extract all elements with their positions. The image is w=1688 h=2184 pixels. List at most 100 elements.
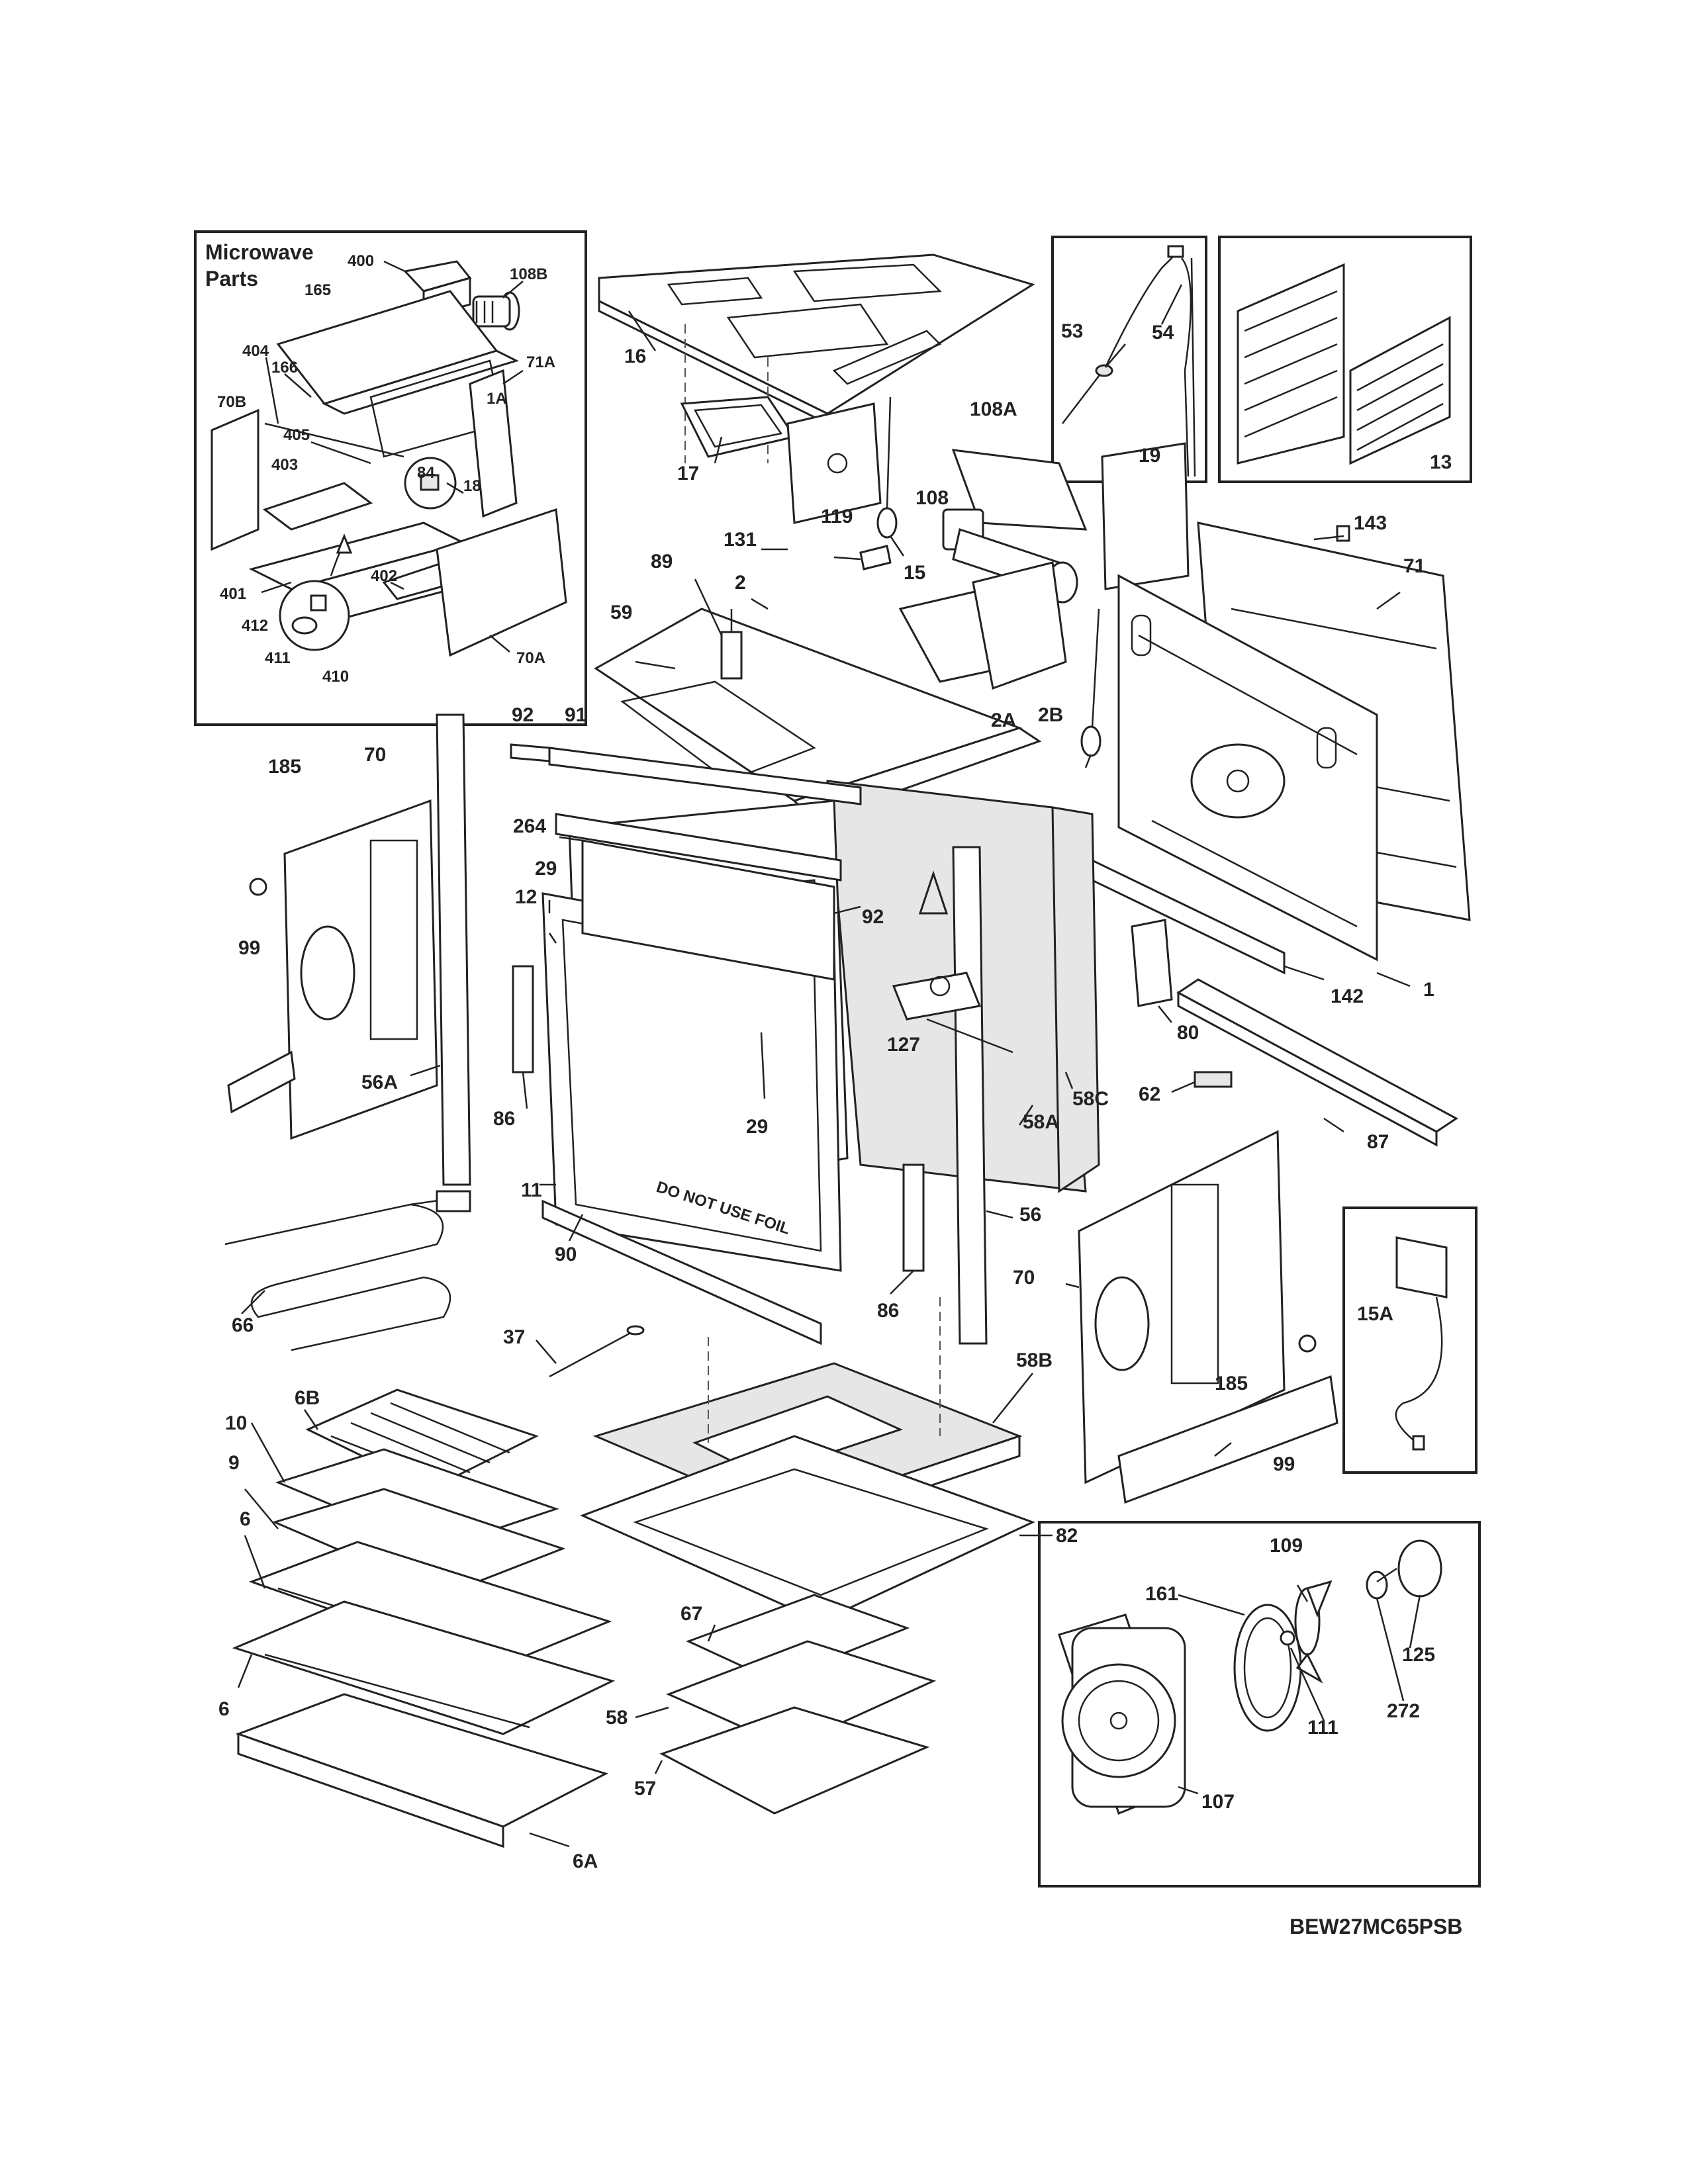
part-label: 410 — [322, 668, 349, 686]
inset-title-line-2: Parts — [205, 267, 258, 291]
part-label: 272 — [1387, 1700, 1420, 1722]
part-label: 80 — [1177, 1022, 1199, 1044]
part-label: 143 — [1354, 512, 1387, 534]
part-label: 6A — [573, 1850, 598, 1872]
part-label: 82 — [1056, 1525, 1078, 1547]
inset-title: Microwave Parts — [205, 240, 314, 291]
part-label: 62 — [1139, 1083, 1160, 1105]
part-label: 58B — [1016, 1349, 1053, 1371]
side-panel-70-right — [1078, 1130, 1286, 1484]
part-number-labels: 400 108B 165 404 166 71A 70B 1A 405 84 4… — [217, 252, 1452, 1872]
part-label: 57 — [634, 1778, 656, 1799]
clip-143 — [1336, 525, 1350, 542]
bake-element-66 — [224, 1190, 471, 1351]
part-label: 402 — [371, 567, 397, 585]
part-label: 18 — [463, 477, 481, 495]
part-label: 1A — [487, 390, 507, 408]
control-board-inset — [1342, 1206, 1477, 1474]
part-label: 29 — [746, 1116, 768, 1138]
part-label: 53 — [1061, 320, 1083, 342]
hinges-86 — [512, 965, 925, 1272]
center-upper-assembly — [594, 396, 1190, 822]
part-label: 17 — [677, 463, 699, 484]
part-label: 127 — [887, 1034, 920, 1056]
part-label: 12 — [515, 886, 537, 908]
part-label: 108A — [970, 398, 1017, 420]
part-label: 70 — [364, 744, 386, 766]
part-label: 87 — [1367, 1131, 1389, 1153]
rail-56a — [436, 713, 471, 1186]
part-label: 54 — [1152, 322, 1174, 343]
fan-blade-109 — [1294, 1580, 1333, 1684]
part-label: 411 — [265, 649, 291, 667]
part-label: 56A — [361, 1071, 398, 1093]
part-label: 58 — [606, 1707, 628, 1729]
fan-motor-125 — [1376, 1539, 1442, 1598]
part-label: 15 — [904, 562, 925, 584]
part-label: 16 — [624, 345, 646, 367]
microwave-parts — [211, 260, 567, 657]
part-label: 84 — [417, 464, 435, 482]
part-label: 109 — [1270, 1535, 1303, 1557]
insulation-58c — [1051, 806, 1100, 1193]
grommet-185-left — [249, 878, 267, 896]
nut-111 — [1280, 1630, 1295, 1646]
part-label: 125 — [1402, 1644, 1435, 1666]
part-label: 70 — [1013, 1267, 1035, 1289]
part-label: 111 — [1307, 1717, 1338, 1739]
inset-title-line-1: Microwave — [205, 240, 314, 264]
model-number: BEW27MC65PSB — [1289, 1915, 1462, 1938]
convection-fan-inset — [1038, 1521, 1481, 1888]
tray-57 — [659, 1706, 930, 1815]
part-410-callout — [279, 580, 350, 651]
part-label: 59 — [610, 602, 632, 623]
part-label: 107 — [1201, 1791, 1235, 1813]
part-label: 6 — [218, 1698, 230, 1720]
bracket-80 — [1131, 919, 1173, 1007]
part-label: 11 — [521, 1179, 542, 1201]
part-label: 92 — [862, 906, 884, 928]
part-label: 92 — [512, 704, 534, 726]
part-label: 99 — [1273, 1453, 1295, 1475]
part-label: 2B — [1038, 704, 1063, 726]
door-frame-11: DO NOT USE FOIL — [541, 892, 842, 1272]
rail-99-left — [227, 1050, 296, 1114]
part-label: 412 — [242, 617, 268, 635]
oven-rack-6-lower — [232, 1600, 616, 1735]
part-label: 67 — [680, 1603, 702, 1625]
fan-cover-107 — [1058, 1614, 1186, 1815]
fan-motor-108b — [472, 291, 520, 331]
rear-panel-1 — [1117, 574, 1378, 962]
rail-56 — [952, 846, 988, 1345]
part-label: 401 — [220, 585, 246, 603]
part-label: 161 — [1145, 1583, 1178, 1605]
part-label: 2 — [735, 572, 746, 594]
part-label: 6 — [240, 1508, 251, 1530]
part-label: 91 — [565, 704, 586, 726]
part-label: 70B — [217, 393, 246, 411]
part-label: 13 — [1430, 451, 1452, 473]
part-label: 185 — [268, 756, 301, 778]
part-label: 71 — [1403, 555, 1425, 577]
part-label: 403 — [271, 456, 298, 474]
grommet-185-right — [1298, 1334, 1317, 1353]
bottom-pan-82 — [580, 1435, 1035, 1623]
part-label: 9 — [228, 1452, 240, 1474]
part-label: 119 — [821, 506, 853, 527]
part-label: 6B — [295, 1387, 320, 1409]
part-label: 58A — [1023, 1111, 1059, 1133]
part-label: 89 — [651, 551, 673, 572]
part-label: 86 — [877, 1300, 899, 1322]
oven-rack-6a — [235, 1693, 608, 1848]
part-label: 99 — [238, 937, 260, 959]
sensor-37 — [549, 1325, 645, 1378]
part-label: 66 — [232, 1314, 254, 1336]
part-label: 166 — [271, 359, 298, 377]
part-label: 29 — [535, 858, 557, 880]
temperature-probe — [1062, 245, 1196, 477]
part-label: 86 — [493, 1108, 515, 1130]
microwave-parts-inset — [194, 230, 587, 726]
bottom-trim-90 — [541, 1199, 822, 1345]
part-label: 400 — [348, 252, 374, 270]
